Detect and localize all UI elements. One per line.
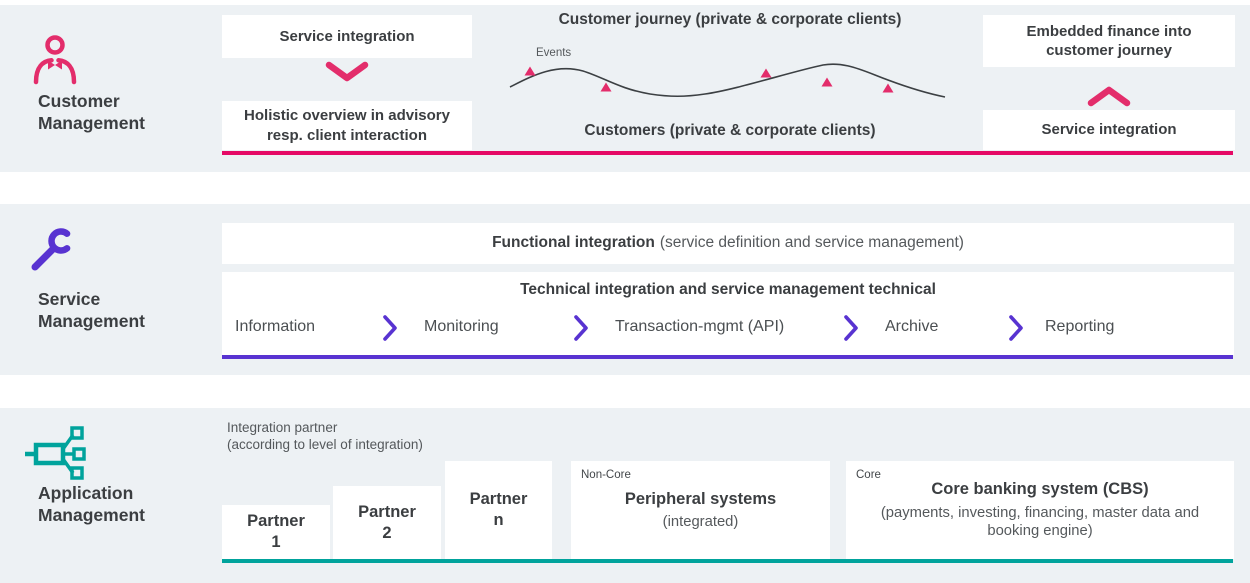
holistic-overview-box: Holistic overview in advisory resp. clie… (222, 101, 472, 150)
service-band-underline (222, 355, 1233, 359)
customers-label: Customers (private & corporate clients) (584, 122, 876, 139)
customer-journey-curve (509, 63, 946, 98)
partner-1-label: Partner (247, 512, 305, 531)
wrench-icon (31, 228, 71, 271)
application-management-label: Application Management (38, 483, 145, 526)
core-banking-box: Core Core banking system (CBS) (payments… (846, 461, 1234, 559)
partner-n-label: Partner (469, 490, 528, 509)
noncore-tag: Non-Core (581, 469, 631, 481)
integration-icon (25, 426, 86, 480)
core-tag: Core (856, 469, 881, 481)
events-label: Events (536, 47, 572, 59)
event-marker (821, 77, 833, 87)
partner-2-number: 2 (382, 523, 392, 542)
core-banking-subtitle: (payments, investing, financing, master … (880, 504, 1200, 540)
service-integration-left-box: Service integration (222, 15, 472, 58)
technical-integration-box: Technical integration and service manage… (222, 272, 1234, 355)
peripheral-systems-title: Peripheral systems (624, 489, 777, 508)
embedded-finance-box: Embedded finance into customer journey (983, 15, 1235, 67)
customer-band-underline (222, 151, 1233, 155)
service-integration-right-box: Service integration (983, 110, 1235, 150)
service-management-label: Service Management (38, 289, 145, 332)
partner-2-label: Partner (358, 502, 416, 521)
event-marker (600, 82, 612, 92)
integration-partner-note-line1: Integration partner (227, 420, 338, 435)
flow-step-monitoring: Monitoring (424, 318, 499, 335)
flow-chevron-icon (574, 315, 588, 341)
integration-partner-note-line2: (according to level of integration) (227, 437, 423, 452)
event-marker (524, 66, 536, 76)
functional-integration-subtitle: (service definition and service manageme… (659, 234, 964, 252)
event-marker (882, 83, 894, 93)
chevron-down-icon (325, 61, 369, 82)
partner-n-box: Partner n (445, 461, 552, 559)
peripheral-systems-box: Non-Core Peripheral systems (integrated) (571, 461, 830, 559)
flow-step-transaction-mgmt: Transaction-mgmt (API) (615, 318, 785, 335)
flow-step-archive: Archive (885, 318, 939, 335)
partner-2-box: Partner 2 (333, 486, 441, 559)
technical-integration-title: Technical integration and service manage… (520, 281, 936, 298)
chevron-up-icon (1087, 86, 1131, 107)
flow-chevron-icon (844, 315, 858, 341)
application-band-underline (222, 559, 1233, 563)
flow-chevron-icon (1009, 315, 1023, 341)
flow-step-reporting: Reporting (1045, 318, 1115, 335)
partner-1-number: 1 (271, 533, 281, 551)
partner-n-number: n (493, 511, 504, 529)
event-marker (760, 68, 772, 78)
core-banking-title: Core banking system (CBS) (931, 480, 1149, 499)
peripheral-systems-subtitle: (integrated) (662, 513, 739, 530)
customer-journey-title: Customer journey (private & corporate cl… (558, 11, 902, 28)
flow-chevron-icon (383, 315, 397, 341)
person-icon (33, 35, 77, 85)
functional-integration-box: Functional integration (service definiti… (222, 223, 1234, 264)
flow-step-information: Information (235, 318, 316, 335)
functional-integration-title: Functional integration (492, 234, 655, 252)
customer-management-label: Customer Management (38, 91, 145, 134)
partner-1-box: Partner 1 (222, 505, 330, 559)
